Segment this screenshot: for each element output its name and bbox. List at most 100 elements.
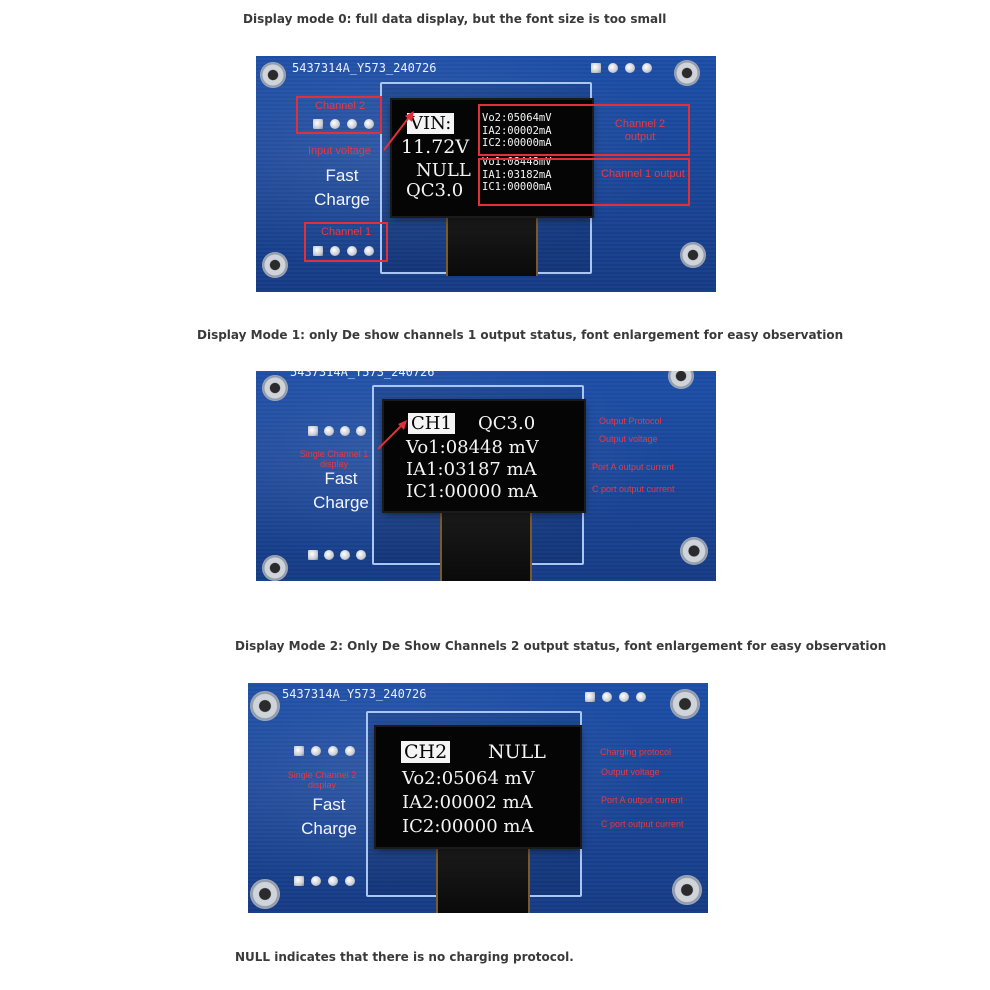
label-line: Single Channel 2: [287, 770, 357, 780]
mounting-hole-icon: [670, 689, 700, 719]
header-pin-icon: [311, 746, 321, 756]
annotation-box-ch1-output: [478, 158, 690, 206]
charge-text: Charge: [313, 492, 369, 512]
header-pin-icon: [364, 246, 374, 256]
oled-protocol: NULL: [416, 160, 471, 181]
mounting-hole-icon: [262, 555, 288, 581]
header-pin-icon: [347, 246, 357, 256]
mounting-hole-icon: [260, 62, 286, 88]
fast-charge-silk: Fast Charge: [304, 467, 378, 515]
mounting-hole-icon: [674, 60, 700, 86]
oled-channel-tag: CH2: [401, 741, 451, 763]
label-single-channel-1: Single Channel 1 display: [298, 449, 370, 469]
mounting-hole-icon: [672, 875, 702, 905]
oled-flex-cable: [440, 511, 532, 581]
label-ch2-output: Channel 2 output: [600, 118, 680, 144]
header-pin-icon: [294, 876, 304, 886]
header-pin-icon: [642, 63, 652, 73]
oled-line: Vo2:05064mV: [482, 112, 552, 124]
fast-text: Fast: [324, 469, 358, 488]
header-pin-icon: [602, 692, 612, 702]
header-pin-icon: [356, 426, 366, 436]
header-pin-icon: [608, 63, 618, 73]
oled-line: Vo2:05064 mV: [402, 768, 535, 789]
label-line: Single Channel 1: [299, 449, 369, 459]
header-pin-icon: [324, 426, 334, 436]
label-charging-protocol: Charging protocol: [600, 747, 672, 757]
oled-line: IA2:00002mA: [482, 124, 552, 137]
header-pin-icon: [585, 692, 595, 702]
oled-lines: Vo2:05064 mV IA2:00002 mA IC2:00000 mA: [402, 767, 535, 839]
channel-tag: CH2: [401, 741, 451, 763]
annotation-box-channel2-pins: [296, 96, 382, 134]
header-pin-icon: [345, 876, 355, 886]
oled-line: IA1:03187 mA: [406, 459, 537, 480]
label-single-channel-2: Single Channel 2 display: [286, 770, 358, 790]
oled-protocol: NULL: [488, 741, 546, 763]
pcb-serial-text: 5437314A_Y573_240726: [292, 61, 437, 75]
oled-lines: Vo1:08448 mV IA1:03187 mA IC1:00000 mA: [406, 437, 539, 503]
mounting-hole-icon: [668, 371, 694, 389]
photo-mode-0: 5437314A_Y573_240726 Fast Charge VIN: 11…: [256, 56, 716, 292]
label-port-a: Port A output current: [601, 795, 684, 805]
caption-mode-1: Display Mode 1: only De show channels 1 …: [197, 328, 844, 342]
label-ch1-output: Channel 1 output: [601, 168, 685, 180]
label-port-a: Port A output current: [592, 462, 675, 472]
charge-text: Charge: [314, 189, 370, 209]
fast-text: Fast: [312, 795, 346, 814]
label-output-voltage: Output voltage: [599, 434, 658, 444]
header-pin-icon: [340, 550, 350, 560]
mounting-hole-icon: [250, 691, 280, 721]
header-pin-icon: [308, 426, 318, 436]
label-line: Channel 2: [614, 118, 666, 130]
label-line: output: [624, 131, 656, 143]
mounting-hole-icon: [680, 537, 708, 565]
label-line: display: [307, 780, 336, 790]
header-pin-icon: [330, 246, 340, 256]
oled-vin-value: 11.72V: [401, 136, 470, 158]
header-pin-icon: [347, 119, 357, 129]
caption-mode-0: Display mode 0: full data display, but t…: [243, 12, 667, 26]
label-output-protocol: Output Protocol: [599, 416, 662, 426]
fast-charge-silk: Fast Charge: [312, 164, 372, 212]
pcb-serial-text: 5437314A_Y573_240726: [290, 371, 435, 379]
mounting-hole-icon: [262, 375, 288, 401]
header-pin-icon: [345, 746, 355, 756]
arrow-icon: [377, 420, 407, 450]
annotation-box-ch2-output: [478, 104, 690, 156]
oled-line: IC1:00000mA: [482, 181, 552, 193]
pcb-serial-text: 5437314A_Y573_240726: [282, 687, 427, 701]
oled-protocol: QC3.0: [478, 413, 536, 434]
header-pin-icon: [313, 246, 323, 256]
oled-flex-cable: [436, 847, 530, 913]
header-pin-icon: [328, 876, 338, 886]
caption-mode-2: Display Mode 2: Only De Show Channels 2 …: [235, 639, 887, 653]
header-pin-icon: [324, 550, 334, 560]
header-pin-icon: [330, 119, 340, 129]
label-channel1: Channel 1: [321, 226, 372, 238]
null-note: NULL indicates that there is no charging…: [235, 950, 574, 964]
label-output-voltage: Output voltage: [601, 767, 660, 777]
header-pin-icon: [328, 746, 338, 756]
header-pin-icon: [364, 119, 374, 129]
oled-channel-tag: CH1: [408, 413, 455, 434]
header-pin-icon: [311, 876, 321, 886]
arrow-icon: [383, 111, 414, 151]
channel-tag: CH1: [408, 413, 455, 434]
oled-line: IA2:00002 mA: [402, 792, 533, 813]
header-pin-icon: [636, 692, 646, 702]
oled-flex-cable: [446, 216, 538, 276]
photo-mode-2: 5437314A_Y573_240726 Fast Charge CH2 NUL…: [248, 683, 708, 913]
header-pin-icon: [619, 692, 629, 702]
mounting-hole-icon: [680, 242, 706, 268]
photo-mode-1: 5437314A_Y573_240726 Fast Charge CH1 QC3…: [256, 371, 716, 581]
mounting-hole-icon: [250, 879, 280, 909]
label-port-c: C port output current: [601, 819, 684, 829]
annotation-box-channel1-pins: [304, 222, 388, 262]
oled-ch2-lines: Vo2:05064mV IA2:00002mA IC2:00000mA: [482, 112, 552, 150]
oled-line: IC2:00000 mA: [402, 816, 534, 837]
mounting-hole-icon: [262, 252, 288, 278]
header-pin-icon: [356, 550, 366, 560]
header-pin-icon: [313, 119, 323, 129]
vin-label: VIN:: [407, 113, 455, 134]
